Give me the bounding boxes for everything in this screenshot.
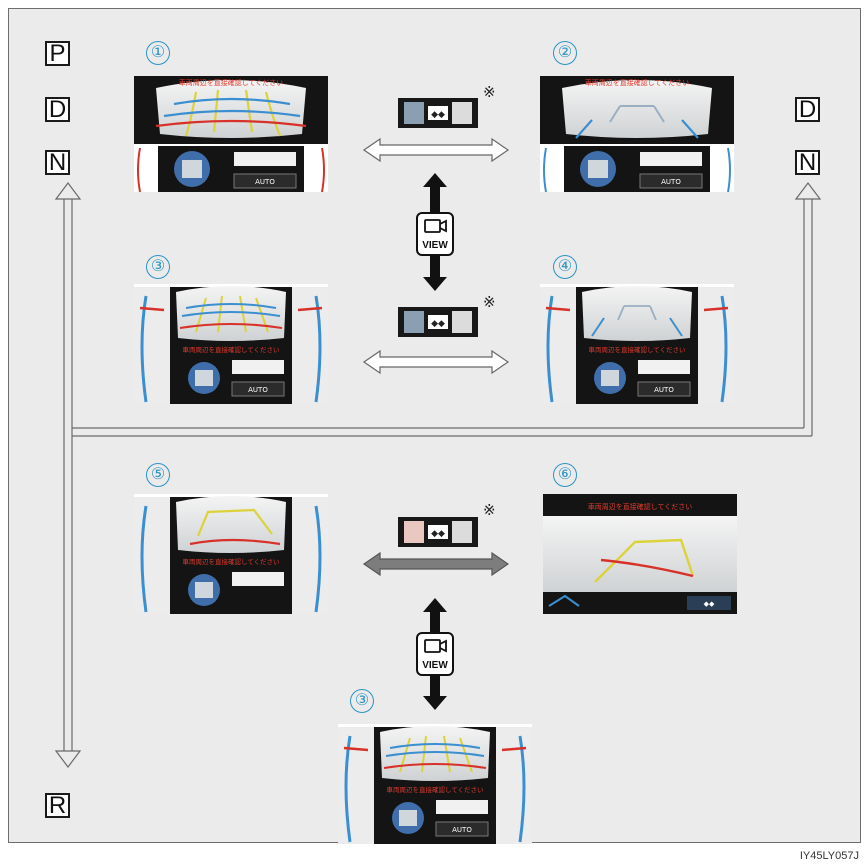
step-number-1: ① [146, 41, 170, 65]
svg-text:◆◆: ◆◆ [431, 529, 445, 539]
camera-switch-indicator: ◆◆ [398, 98, 478, 128]
view-button-upper[interactable]: VIEW [416, 212, 454, 256]
step-number-4: ④ [553, 255, 577, 279]
auto-label: AUTO [248, 386, 268, 394]
figure-code: IY45LY057J [800, 850, 859, 862]
step-number-6: ⑥ [553, 463, 577, 487]
step-number-5: ⑤ [146, 463, 170, 487]
arrowhead-up-left [56, 183, 80, 199]
note-mark: ※ [483, 83, 496, 101]
auto-label: AUTO [255, 178, 275, 186]
camera-switch-indicator: ◆◆ [398, 307, 478, 337]
warning-text: 車両周辺を直接確認してください [588, 502, 693, 511]
auto-label: AUTO [661, 178, 681, 186]
toggle-arrow-1-2 [364, 139, 508, 161]
svg-text:◆◆: ◆◆ [431, 319, 445, 329]
camera-screen-3-bottom: 車両周辺を直接確認してください AUTO [338, 724, 532, 844]
camera-screen-6: 車両周辺を直接確認してください ◆◆ [543, 494, 737, 614]
warning-text: 車両周辺を直接確認してください [179, 78, 284, 87]
step-number-2: ② [553, 41, 577, 65]
warning-text: 車両周辺を直接確認してください [182, 345, 279, 354]
warning-text: 車両周辺を直接確認してください [585, 78, 690, 87]
gear-d-left: D [45, 97, 70, 122]
step-number-3: ③ [146, 255, 170, 279]
camera-screen-3: 車両周辺を直接確認してください AUTO [134, 284, 328, 404]
camera-screen-5: 車両周辺を直接確認してください [134, 494, 328, 614]
step-number-3-bottom: ③ [350, 689, 374, 713]
warning-text: 車両周辺を直接確認してください [182, 557, 279, 566]
camera-screen-1: 車両周辺を直接確認してください AUTO [134, 76, 328, 192]
warning-text: 車両周辺を直接確認してください [386, 785, 483, 794]
view-label: VIEW [422, 240, 448, 251]
auto-label: AUTO [452, 826, 472, 834]
view-button-lower[interactable]: VIEW [416, 632, 454, 676]
view-label: VIEW [422, 660, 448, 671]
warning-text: 車両周辺を直接確認してください [588, 345, 685, 354]
svg-text:◆◆: ◆◆ [431, 110, 445, 120]
toggle-arrow-3-4 [364, 351, 508, 373]
note-mark: ※ [483, 501, 496, 519]
svg-text:◆◆: ◆◆ [704, 600, 715, 608]
camera-screen-4: 車両周辺を直接確認してください AUTO [540, 284, 734, 404]
note-mark: ※ [483, 293, 496, 311]
toggle-arrow-5-6 [364, 553, 508, 575]
auto-label: AUTO [654, 386, 674, 394]
camera-switch-indicator: ◆◆ [398, 517, 478, 547]
gear-n-right: N [795, 150, 820, 175]
camera-screen-2: 車両周辺を直接確認してください AUTO [540, 76, 734, 192]
arrowhead-down-left [56, 751, 80, 767]
gear-n-left: N [45, 150, 70, 175]
gear-r: R [45, 793, 70, 818]
arrowhead-up-right [796, 183, 820, 199]
gear-p-left: P [45, 41, 70, 66]
gear-d-right: D [795, 97, 820, 122]
